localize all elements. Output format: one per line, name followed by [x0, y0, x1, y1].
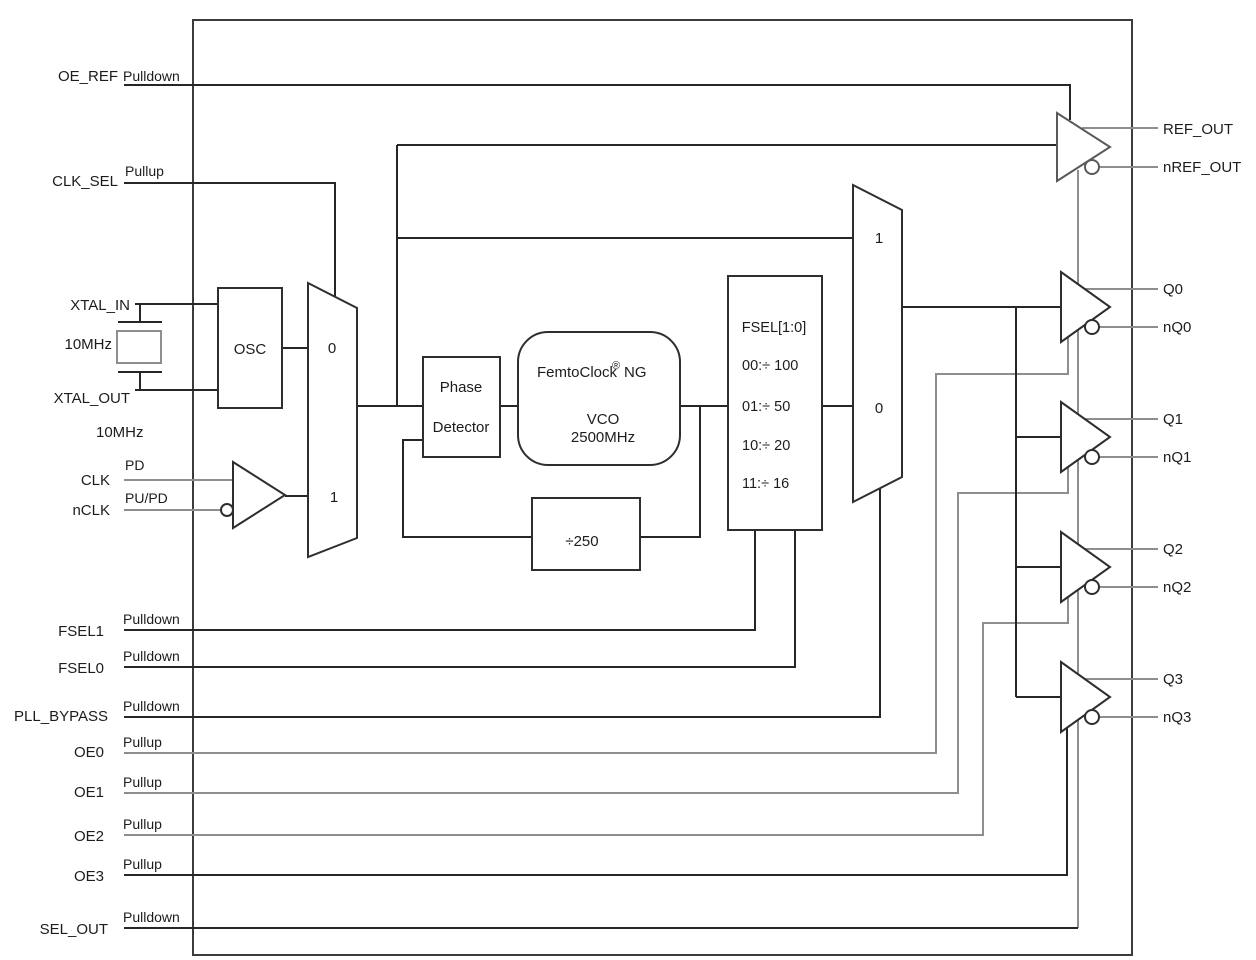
- output-mux-0-label: 0: [875, 400, 883, 417]
- resistor-label-pll-bypass: Pulldown: [123, 698, 180, 714]
- vco-brand-label: FemtoClock: [537, 364, 618, 381]
- nq1-invert-bubble: [1084, 449, 1100, 465]
- pin-label-fsel0: FSEL0: [58, 660, 104, 677]
- fsel-title: FSEL[1:0]: [742, 320, 806, 336]
- phase-detector-label-2: Detector: [433, 419, 490, 436]
- pin-label-oe-ref: OE_REF: [58, 68, 118, 85]
- wire-oe0: [124, 335, 1069, 754]
- pin-label-oe0: OE0: [74, 744, 104, 761]
- resistor-label-oe0: Pullup: [123, 734, 162, 750]
- wire-oe1: [124, 466, 1069, 794]
- pin-label-oe3: OE3: [74, 868, 104, 885]
- vco-freq-label: 2500MHz: [571, 429, 635, 446]
- fsel-row-00: 00:÷ 100: [742, 358, 798, 374]
- resistor-label-sel-out: Pulldown: [123, 909, 180, 925]
- wire-crystal-leads: [118, 304, 162, 390]
- input-mux-1-label: 1: [330, 489, 338, 506]
- nq2-invert-bubble: [1084, 579, 1100, 595]
- pin-label-nq2: nQ2: [1163, 579, 1191, 596]
- input-mux-0-label: 0: [328, 340, 336, 357]
- resistor-label-oe1: Pullup: [123, 774, 162, 790]
- resistor-label-clk: PD: [125, 457, 144, 473]
- wire-fsel1: [124, 530, 756, 631]
- resistor-label-fsel1: Pulldown: [123, 611, 180, 627]
- pin-label-nq1: nQ1: [1163, 449, 1191, 466]
- right-pin-labels: REF_OUT nREF_OUT Q0 nQ0 Q1 nQ1 Q2 nQ2 Q3…: [1163, 121, 1241, 726]
- fsel-row-01: 01:÷ 50: [742, 399, 790, 415]
- fsel-row-11: 11:÷ 16: [742, 476, 789, 492]
- osc-block: [217, 287, 283, 409]
- wire-oe3: [124, 726, 1068, 876]
- pin-label-q1: Q1: [1163, 411, 1183, 428]
- q1-output-buffer: [1060, 400, 1112, 474]
- clk-input-buffer: [232, 460, 287, 530]
- pin-label-nref-out: nREF_OUT: [1163, 159, 1241, 176]
- output-mux: [852, 183, 903, 504]
- clk-input-freq-label: 10MHz: [96, 424, 144, 441]
- pin-label-q0: Q0: [1163, 281, 1183, 298]
- pin-label-sel-out: SEL_OUT: [40, 921, 108, 938]
- pin-label-nclk: nCLK: [72, 502, 110, 519]
- vco-label: VCO: [587, 411, 620, 428]
- wire-fsel0: [124, 530, 796, 668]
- fsel-row-10: 10:÷ 20: [742, 438, 790, 454]
- output-mux-1-label: 1: [875, 230, 883, 247]
- nq3-invert-bubble: [1084, 709, 1100, 725]
- wire-clk-sel: [124, 182, 336, 296]
- left-pin-labels: OE_REF Pulldown CLK_SEL Pullup XTAL_IN 1…: [14, 68, 180, 938]
- wire-vco-to-div: [640, 406, 701, 538]
- pin-label-clk: CLK: [81, 472, 110, 489]
- pin-label-oe2: OE2: [74, 828, 104, 845]
- resistor-label-oe3: Pullup: [123, 856, 162, 872]
- pin-label-xtal-out: XTAL_OUT: [54, 390, 130, 407]
- q2-output-buffer: [1060, 530, 1112, 604]
- feedback-divider-label: ÷250: [565, 533, 598, 550]
- resistor-label-fsel0: Pulldown: [123, 648, 180, 664]
- phase-detector-label-1: Phase: [440, 379, 483, 396]
- vco-block: [517, 331, 681, 466]
- chip-outline: [192, 19, 1133, 956]
- wire-oe2: [124, 595, 1069, 836]
- blocks: [116, 111, 1112, 734]
- pin-label-nq0: nQ0: [1163, 319, 1191, 336]
- pin-label-q3: Q3: [1163, 671, 1183, 688]
- fsel-divider-block: [727, 275, 823, 531]
- osc-label: OSC: [234, 341, 267, 358]
- pin-label-xtal-in: XTAL_IN: [70, 297, 130, 314]
- wire-div-to-pd: [402, 439, 532, 538]
- pin-label-oe1: OE1: [74, 784, 104, 801]
- nq0-invert-bubble: [1084, 319, 1100, 335]
- pin-label-fsel1: FSEL1: [58, 623, 104, 640]
- nref-invert-bubble: [1084, 159, 1100, 175]
- crystal-symbol: [116, 330, 162, 364]
- q0-output-buffer: [1060, 270, 1112, 344]
- input-mux: [307, 281, 358, 559]
- wire-clock-stubs: [1016, 436, 1061, 698]
- pin-label-clk-sel: CLK_SEL: [52, 173, 118, 190]
- wire-oe-ref: [124, 84, 1071, 120]
- wire-pll-bypass: [124, 488, 881, 718]
- wires-black: [118, 84, 1078, 929]
- pin-label-q2: Q2: [1163, 541, 1183, 558]
- pin-label-nq3: nQ3: [1163, 709, 1191, 726]
- resistor-label-oe2: Pullup: [123, 816, 162, 832]
- resistor-label-oe-ref: Pulldown: [123, 68, 180, 84]
- crystal-freq-label: 10MHz: [64, 336, 112, 353]
- resistor-label-nclk: PU/PD: [125, 490, 168, 506]
- ref-output-buffer: [1056, 111, 1112, 183]
- pin-label-pll-bypass: PLL_BYPASS: [14, 708, 108, 725]
- phase-detector-block: [422, 356, 501, 458]
- vco-brand-suffix-label: NG: [624, 364, 647, 381]
- ref-buffer-triangle: [1056, 111, 1112, 183]
- block-labels: OSC 0 1 Phase Detector FemtoClock ® NG V…: [234, 230, 883, 550]
- feedback-divider-block: [531, 497, 641, 571]
- resistor-label-clk-sel: Pullup: [125, 163, 164, 179]
- q3-output-buffer: [1060, 660, 1112, 734]
- nclk-invert-bubble: [220, 503, 234, 517]
- vco-registered-mark: ®: [612, 360, 620, 372]
- pin-label-ref-out: REF_OUT: [1163, 121, 1233, 138]
